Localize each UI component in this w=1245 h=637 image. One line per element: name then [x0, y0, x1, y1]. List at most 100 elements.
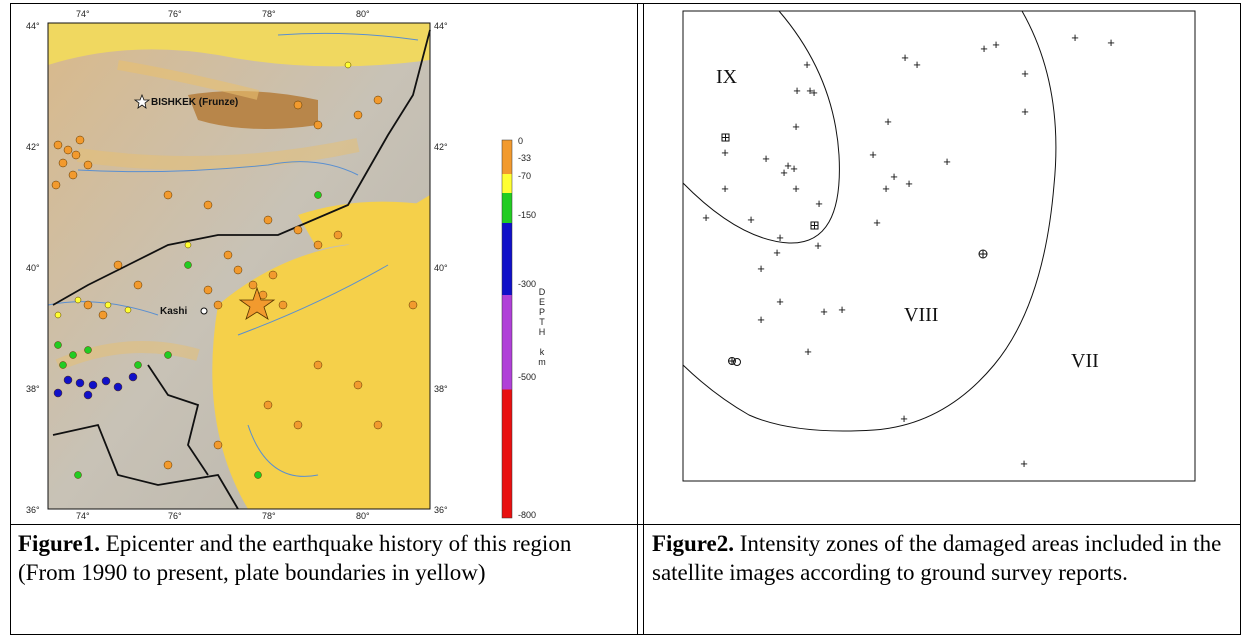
zone-label-viii: VIII — [904, 304, 938, 326]
svg-text:+: + — [747, 212, 755, 227]
svg-text:+: + — [1020, 456, 1028, 471]
lat-tick-right-44: 44° — [434, 21, 448, 31]
figure1-caption: Figure1. Epicenter and the earthquake hi… — [18, 529, 630, 587]
figure2-caption: Figure2. Intensity zones of the damaged … — [652, 529, 1236, 587]
table-right-border — [1240, 3, 1241, 635]
lat-tick-right-42: 42° — [434, 142, 448, 152]
svg-text:+: + — [776, 230, 784, 245]
depth-tick-800: -800 — [518, 510, 536, 520]
lat-tick-left-36: 36° — [26, 505, 40, 515]
figure1-caption-label: Figure1. — [18, 531, 100, 556]
table-top-border — [10, 3, 1241, 4]
svg-text:+: + — [992, 37, 1000, 52]
table-center-border-a — [637, 3, 638, 635]
lat-tick-right-36: 36° — [434, 505, 448, 515]
survey-special-markers — [721, 133, 988, 366]
svg-text:+: + — [784, 158, 792, 173]
svg-text:+: + — [780, 165, 788, 180]
svg-text:+: + — [793, 83, 801, 98]
figure1-map: BISHKEK (Frunze) Kashi 74° 76° 78° 80° 7… — [26, 9, 547, 521]
depth-tick-300: -300 — [518, 279, 536, 289]
svg-text:+: + — [1021, 66, 1029, 81]
depth-tick-500: -500 — [518, 372, 536, 382]
svg-text:+: + — [773, 245, 781, 260]
survey-cross-markers: ++++ ++++ ++++ ++++ ++++ ++++ ++++ ++++ … — [702, 30, 1115, 471]
table-bottom-border — [10, 634, 1241, 635]
svg-text:+: + — [762, 151, 770, 166]
svg-text:+: + — [776, 294, 784, 309]
svg-text:+: + — [702, 210, 710, 225]
main-epicenter-star — [238, 286, 276, 320]
svg-text:+: + — [1021, 104, 1029, 119]
epicenter-dots — [51, 61, 418, 479]
lat-tick-right-38: 38° — [434, 384, 448, 394]
lon-tick-top-78: 78° — [262, 9, 276, 19]
lat-tick-right-40: 40° — [434, 263, 448, 273]
svg-text:+: + — [806, 83, 814, 98]
svg-text:+: + — [804, 344, 812, 359]
zone-ix-boundary — [682, 10, 840, 244]
svg-text:+: + — [900, 411, 908, 426]
svg-text:+: + — [1107, 35, 1115, 50]
figure-table: BISHKEK (Frunze) Kashi 74° 76° 78° 80° 7… — [10, 3, 1241, 635]
zone-viii-boundary — [682, 10, 1057, 432]
depth-legend-title: DEPTH km — [537, 287, 547, 367]
figure2-caption-text: Intensity zones of the damaged areas inc… — [652, 531, 1222, 585]
lat-tick-left-38: 38° — [26, 384, 40, 394]
rivers — [47, 32, 419, 477]
table-left-border — [10, 3, 11, 635]
svg-text:+: + — [890, 169, 898, 184]
svg-text:+: + — [820, 304, 828, 319]
figure1-caption-text: Epicenter and the earthquake history of … — [18, 531, 572, 585]
city-label-bishkek: BISHKEK (Frunze) — [151, 97, 238, 108]
lon-tick-bottom-74: 74° — [76, 511, 90, 521]
figure2-map: IX VIII VII ++++ ++++ ++++ ++++ ++++ +++… — [682, 10, 1196, 482]
lat-tick-left-40: 40° — [26, 263, 40, 273]
svg-text:+: + — [869, 147, 877, 162]
svg-text:+: + — [757, 261, 765, 276]
kashi-marker-icon — [200, 307, 208, 315]
svg-text:+: + — [884, 114, 892, 129]
depth-tick-70: -70 — [518, 171, 531, 181]
zone-label-ix: IX — [716, 66, 738, 88]
svg-text:+: + — [721, 145, 729, 160]
lat-tick-left-44: 44° — [26, 21, 40, 31]
svg-text:+: + — [815, 196, 823, 211]
zone-label-vii: VII — [1071, 350, 1099, 372]
depth-tick-150: -150 — [518, 210, 536, 220]
figure2-panel: IX VIII VII ++++ ++++ ++++ ++++ ++++ +++… — [644, 5, 1240, 523]
figure1-panel: BISHKEK (Frunze) Kashi 74° 76° 78° 80° 7… — [18, 5, 628, 521]
lon-tick-top-74: 74° — [76, 9, 90, 19]
figure2-frame — [682, 10, 1196, 482]
svg-text:+: + — [901, 50, 909, 65]
depth-tick-33: -33 — [518, 153, 531, 163]
lon-tick-top-80: 80° — [356, 9, 370, 19]
table-row-divider — [10, 524, 1241, 525]
lon-tick-bottom-78: 78° — [262, 511, 276, 521]
svg-text:+: + — [905, 176, 913, 191]
svg-text:+: + — [790, 161, 798, 176]
svg-text:+: + — [803, 57, 811, 72]
map-frame — [47, 22, 431, 510]
svg-text:+: + — [980, 41, 988, 56]
lon-tick-top-76: 76° — [168, 9, 182, 19]
depth-color-bar — [501, 139, 513, 519]
map-terrain — [48, 23, 430, 509]
svg-text:+: + — [814, 238, 822, 253]
svg-text:+: + — [882, 181, 890, 196]
bishkek-marker-icon — [133, 93, 151, 109]
depth-tick-0: 0 — [518, 136, 523, 146]
figure2-caption-label: Figure2. — [652, 531, 734, 556]
svg-text:+: + — [1071, 30, 1079, 45]
svg-text:+: + — [792, 181, 800, 196]
lat-tick-left-42: 42° — [26, 142, 40, 152]
plate-boundaries — [52, 29, 431, 510]
svg-text:+: + — [913, 57, 921, 72]
svg-text:+: + — [810, 85, 818, 100]
city-label-kashi: Kashi — [160, 306, 187, 317]
lon-tick-bottom-76: 76° — [168, 511, 182, 521]
svg-text:+: + — [838, 302, 846, 317]
lon-tick-bottom-80: 80° — [356, 511, 370, 521]
svg-text:+: + — [721, 181, 729, 196]
svg-text:+: + — [943, 154, 951, 169]
